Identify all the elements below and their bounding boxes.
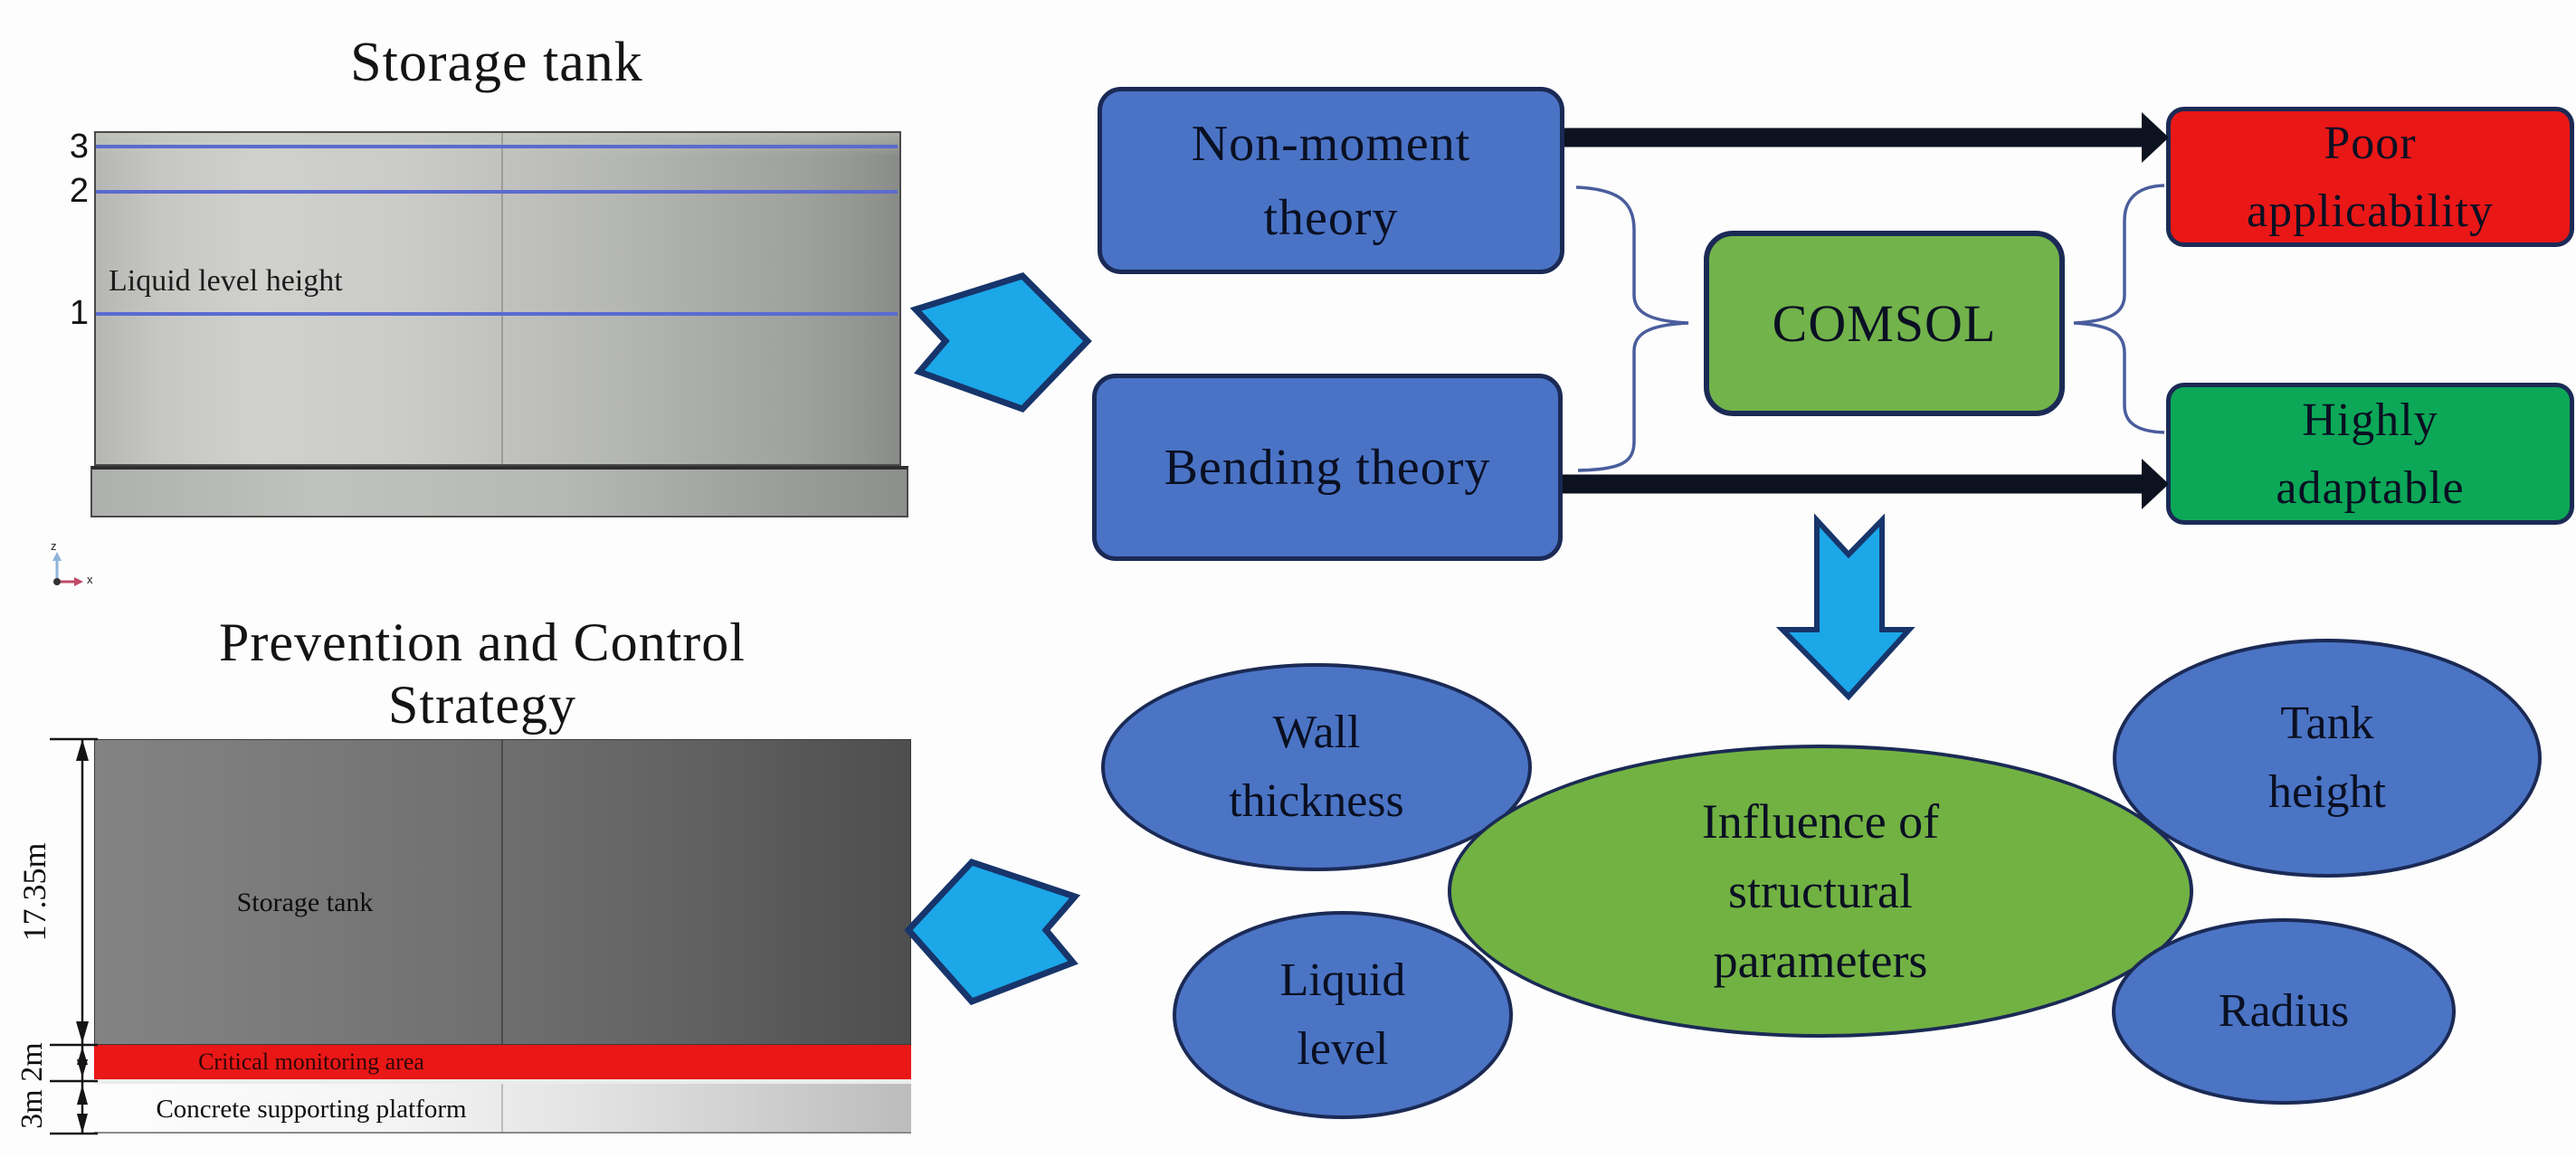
concrete-platform-label: Concrete supporting platform — [156, 1094, 467, 1124]
strategy-tank-image — [94, 739, 911, 1045]
liquid-level-line-1 — [96, 312, 898, 316]
cyan-arrow-down — [1775, 513, 1915, 701]
dim-label-17-35m: 17.35m — [16, 842, 52, 942]
strategy-tank-seam — [501, 740, 503, 1044]
black-arrow-bottom — [1563, 459, 2169, 509]
brace-comsol-to-results — [2073, 184, 2165, 434]
highly-adaptable-box: Highly adaptable — [2166, 383, 2574, 525]
dim-label-3m: 3m — [15, 1089, 49, 1129]
prevention-strategy-title: Prevention and Control Strategy — [219, 612, 746, 735]
non-moment-theory-box: Non-moment theory — [1098, 87, 1564, 274]
black-arrow-top — [1564, 112, 2169, 163]
band-divider — [94, 1079, 911, 1084]
poor-applicability-box: Poor applicability — [2166, 107, 2574, 247]
concrete-platform-band — [94, 1084, 911, 1134]
dimension-arrowheads — [76, 739, 89, 1134]
axis-x-label: x — [87, 573, 93, 586]
liquid-level-ellipse: Liquid level — [1173, 911, 1513, 1119]
strategy-tank-label: Storage tank — [236, 887, 374, 917]
wall-thickness-ellipse: Wall thickness — [1101, 663, 1532, 871]
comsol-box: COMSOL — [1704, 231, 2065, 416]
bending-theory-box: Bending theory — [1092, 374, 1563, 561]
tank-seam — [501, 133, 503, 464]
storage-tank-title: Storage tank — [350, 31, 643, 93]
liquid-level-height-label: Liquid level height — [109, 264, 343, 298]
critical-monitoring-band — [94, 1045, 911, 1079]
level-label-2: 2 — [69, 172, 89, 210]
level-label-1: 1 — [69, 294, 89, 332]
tank-height-ellipse: Tank height — [2113, 639, 2542, 878]
influence-parameters-ellipse: Influence of structural parameters — [1448, 745, 2193, 1038]
liquid-level-line-3 — [96, 145, 898, 148]
tank-base-ring — [90, 466, 908, 517]
coordinate-triad-icon — [52, 552, 83, 586]
dimension-lines — [50, 737, 98, 1135]
axis-z-label: z — [51, 539, 57, 553]
critical-monitoring-label: Critical monitoring area — [198, 1049, 424, 1075]
cyan-arrow-left — [904, 858, 1081, 1006]
radius-ellipse: Radius — [2112, 918, 2456, 1105]
cyan-arrow-right — [909, 272, 1092, 413]
brace-theories-to-comsol — [1575, 185, 1689, 472]
level-label-3: 3 — [69, 128, 89, 166]
storage-tank-image — [94, 131, 901, 466]
liquid-level-line-2 — [96, 190, 898, 194]
platform-seam — [501, 1084, 503, 1134]
